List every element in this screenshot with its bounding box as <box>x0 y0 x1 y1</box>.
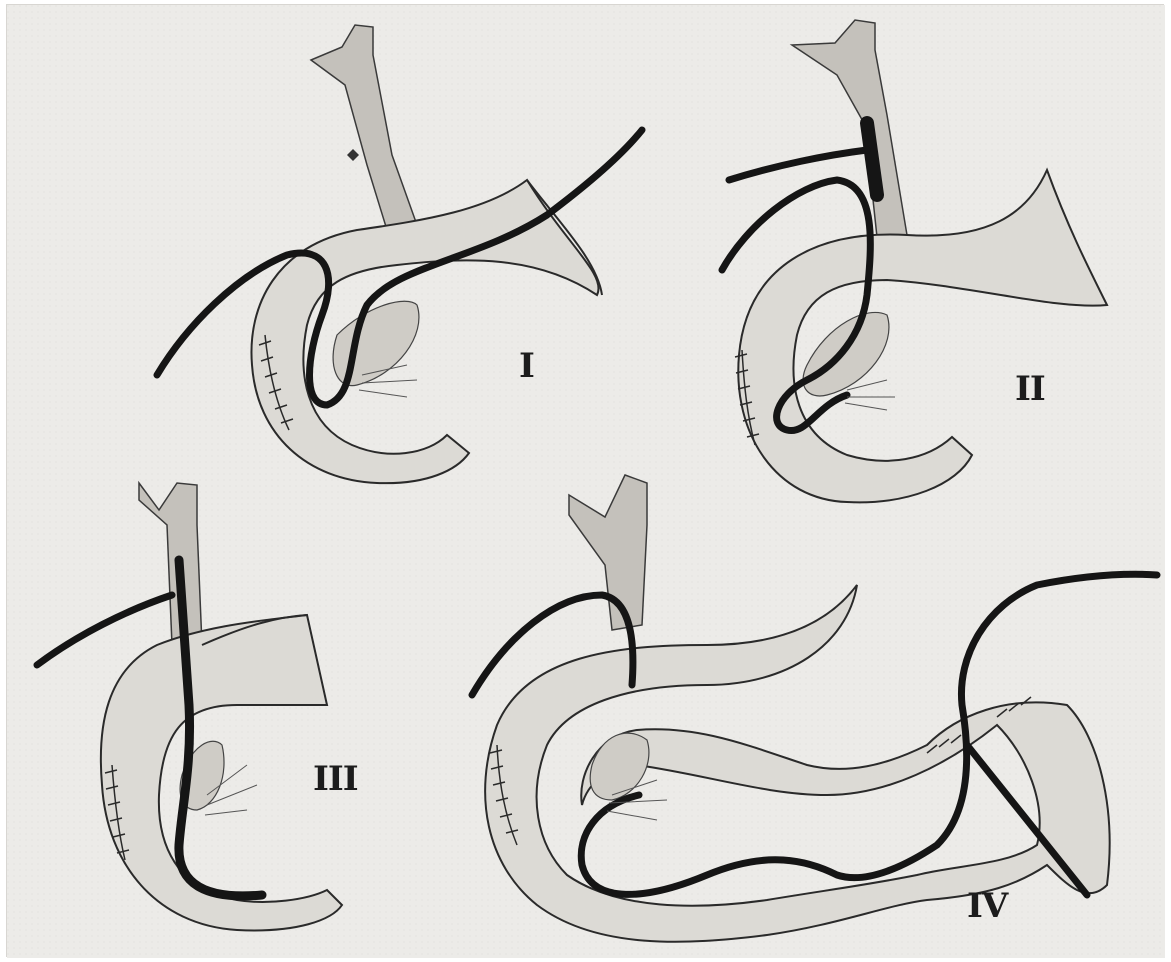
surgical-diagram <box>7 5 1165 958</box>
panel-2-numeral: II <box>1015 372 1045 406</box>
panel-2-duct-tube <box>867 123 877 195</box>
panel-3-numeral: III <box>313 762 358 796</box>
illustration-plate: I II III IV <box>6 4 1164 957</box>
panel-1-numeral: I <box>519 349 534 383</box>
panel-4-numeral: IV <box>967 889 1007 923</box>
